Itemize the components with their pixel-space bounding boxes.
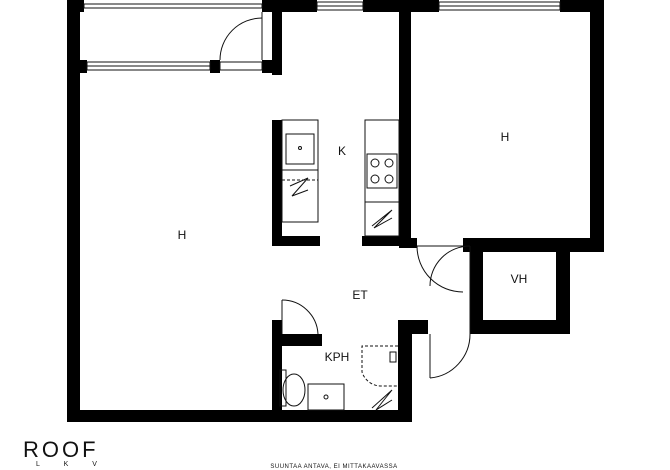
stove-burner — [384, 174, 394, 184]
bathroom-sink — [307, 383, 345, 411]
wall-living-kitchen-lower — [272, 120, 282, 246]
bath-sink-drain — [323, 394, 329, 400]
wall-closet-right — [556, 238, 570, 334]
windows — [316, 1, 561, 11]
wall-balcony-lower-mid — [210, 60, 220, 73]
wall-living-kitchen-upper — [272, 0, 282, 75]
wall-top-bedroom — [399, 0, 439, 12]
wall-living-bath — [272, 320, 282, 422]
wall-kitchen-bedroom — [399, 0, 411, 246]
wall-bottom-living — [67, 410, 281, 422]
fridge-symbol — [371, 209, 393, 229]
room-label-kitchen: K — [338, 144, 346, 158]
shower-area — [361, 345, 398, 387]
wall-balcony-lower-left — [67, 60, 87, 73]
wall-bottom-bath — [272, 410, 412, 422]
wall-top-kitchen — [272, 0, 317, 12]
scale-footnote: SUUNTAA ANTAVA, EI MITTAKAAVASSA — [270, 464, 397, 470]
stove-burner — [370, 174, 380, 184]
sink-drain — [298, 146, 302, 150]
balcony-door-swing — [219, 17, 263, 61]
walls — [67, 0, 604, 422]
kitchen-counter-right — [364, 119, 400, 237]
balcony — [83, 3, 263, 71]
entrance-door-swing — [429, 333, 471, 379]
balcony-rail-bottom-right — [219, 61, 263, 71]
kitchen-fixtures — [281, 119, 400, 237]
wall-balcony-top — [67, 0, 84, 12]
kitchen-counter-left — [281, 119, 319, 223]
closet-door-swing — [429, 245, 471, 287]
room-label-bedroom: H — [501, 130, 510, 144]
stove — [366, 153, 398, 189]
bathroom-door-swing — [281, 299, 319, 335]
room-label-closet: VH — [511, 272, 528, 286]
wall-bottom-bedroom-left — [399, 238, 417, 248]
wall-bath-right — [398, 320, 412, 422]
room-label-living: H — [178, 228, 187, 242]
stove-burner — [370, 158, 380, 168]
wall-right-bedroom — [590, 0, 604, 252]
wall-closet-left — [470, 246, 483, 334]
stove-burner — [384, 158, 394, 168]
balcony-rail-top — [83, 3, 263, 9]
wall-top-kitchen-r — [363, 0, 407, 12]
logo-name: ROOF — [23, 437, 99, 462]
wall-kitchen-bottom-left — [272, 236, 320, 246]
bathroom-fixtures — [279, 345, 398, 411]
shower-head — [389, 351, 397, 363]
kitchen-sink — [285, 133, 315, 165]
wall-kitchen-bottom-right — [362, 236, 407, 246]
washing-machine-symbol — [371, 389, 393, 411]
room-label-bathroom: KPH — [325, 350, 350, 364]
room-label-entrance: ET — [352, 288, 368, 302]
wall-left — [67, 0, 80, 422]
wall-closet-bottom — [470, 320, 570, 334]
logo-sub: L K V — [36, 461, 108, 468]
doors — [281, 245, 471, 379]
dishwasher-symbol — [289, 177, 309, 197]
wall-bottom-bedroom — [463, 238, 604, 252]
wall-hall-bath — [272, 334, 322, 346]
bathroom-toilet-tank — [279, 369, 287, 407]
bedroom-door-swing — [416, 245, 464, 293]
bathroom-toilet-icon — [282, 373, 306, 407]
